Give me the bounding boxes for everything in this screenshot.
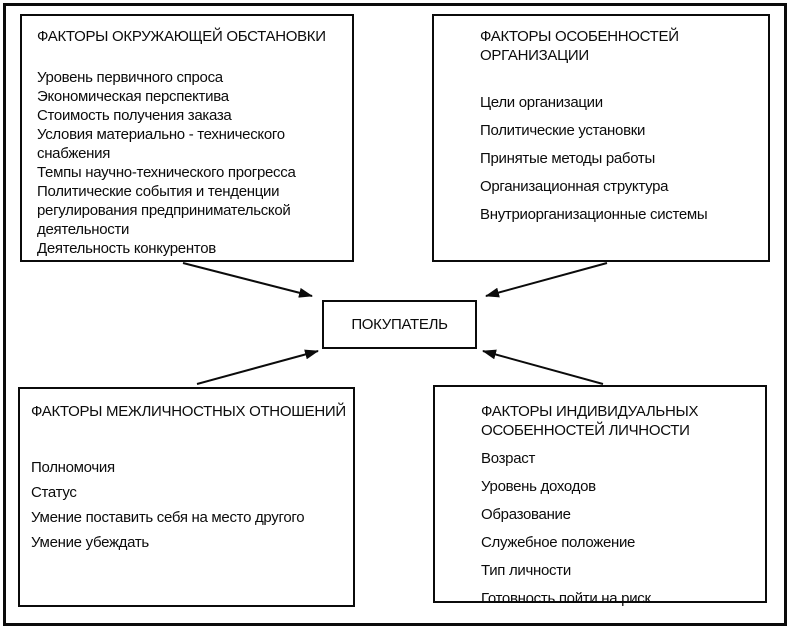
- factor-box-organization: ФАКТОРЫ ОСОБЕННОСТЕЙ ОРГАНИЗАЦИИ Цели ор…: [432, 14, 770, 262]
- factor-item: Политические установки: [480, 122, 646, 139]
- factor-item: Образование: [481, 506, 571, 523]
- factor-box-individual-title: ФАКТОРЫ ИНДИВИДУАЛЬНЫХ ОСОБЕННОСТЕЙ ЛИЧН…: [481, 403, 699, 439]
- factor-box-individual-items: Возраст Уровень доходов Образование Служ…: [481, 449, 757, 608]
- factor-box-interpersonal-title: ФАКТОРЫ МЕЖЛИЧНОСТНЫХ ОТНОШЕНИЙ: [31, 403, 346, 420]
- buyer-box: ПОКУПАТЕЛЬ: [322, 300, 477, 349]
- factor-box-interpersonal: ФАКТОРЫ МЕЖЛИЧНОСТНЫХ ОТНОШЕНИЙ Полномоч…: [18, 387, 355, 607]
- factor-box-individual: ФАКТОРЫ ИНДИВИДУАЛЬНЫХ ОСОБЕННОСТЕЙ ЛИЧН…: [433, 385, 767, 607]
- factor-item: Темпы научно-технического прогресса: [37, 164, 296, 181]
- factor-box-environment: ФАКТОРЫ ОКРУЖАЮЩЕЙ ОБСТАНОВКИ Уровень пе…: [20, 14, 354, 262]
- factor-item: Готовность пойти на риск: [481, 590, 651, 607]
- factor-item: Политические события и тенденции регулир…: [37, 183, 291, 238]
- factor-box-environment-title: ФАКТОРЫ ОКРУЖАЮЩЕЙ ОБСТАНОВКИ: [37, 28, 326, 45]
- factor-item: Организационная структура: [480, 178, 669, 195]
- page-border: [3, 3, 787, 626]
- factor-box-organization-items: Цели организации Политические установки …: [480, 93, 760, 224]
- factor-item: Умение убеждать: [31, 534, 149, 551]
- factor-item: Уровень первичного спроса: [37, 69, 223, 86]
- factor-box-environment-items: Уровень первичного спроса Экономическая …: [37, 68, 344, 258]
- factor-box-interpersonal-items: Полномочия Статус Умение поставить себя …: [31, 458, 345, 552]
- factor-item: Принятые методы работы: [480, 150, 655, 167]
- factor-item: Условия материально - технического снабж…: [37, 126, 285, 162]
- factor-item: Уровень доходов: [481, 478, 596, 495]
- factor-item: Возраст: [481, 450, 536, 467]
- factor-item: Умение поставить себя на место другого: [31, 509, 305, 526]
- factor-item: Статус: [31, 484, 77, 501]
- factor-box-organization-title: ФАКТОРЫ ОСОБЕННОСТЕЙ ОРГАНИЗАЦИИ: [480, 28, 679, 64]
- buyer-label: ПОКУПАТЕЛЬ: [351, 316, 448, 333]
- factor-item: Деятельность конкурентов: [37, 240, 216, 257]
- factor-item: Служебное положение: [481, 534, 636, 551]
- factor-item: Тип личности: [481, 562, 571, 579]
- factor-item: Внутриорганизационные системы: [480, 206, 708, 223]
- factor-item: Цели организации: [480, 94, 603, 111]
- factor-item: Стоимость получения заказа: [37, 107, 232, 124]
- factor-item: Полномочия: [31, 459, 115, 476]
- factor-item: Экономическая перспектива: [37, 88, 229, 105]
